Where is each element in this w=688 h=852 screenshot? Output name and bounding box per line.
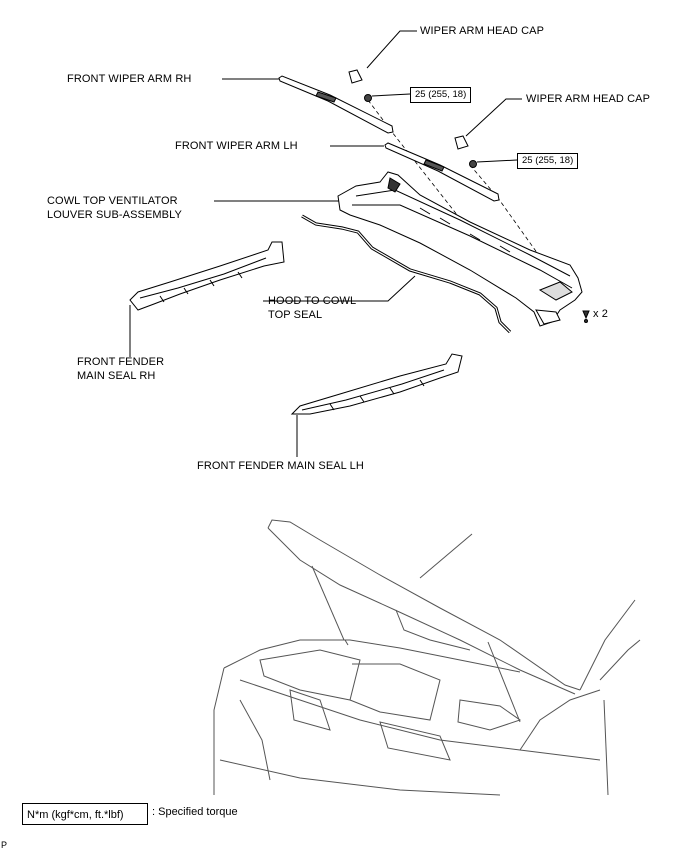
- nut-icon: [364, 94, 477, 168]
- vehicle-illustration: [213, 519, 641, 796]
- label-clip-count: x 2: [593, 308, 608, 320]
- label-wiper-arm-lh: FRONT WIPER ARM LH: [175, 140, 298, 152]
- label-cowl-line1: COWL TOP VENTILATOR: [47, 195, 178, 207]
- wiper-arm-rh-shape: [278, 75, 394, 134]
- fender-seal-lh-shape: [290, 353, 463, 415]
- leader-hood-seal: [263, 275, 416, 302]
- leader-torque-lh: [476, 159, 518, 163]
- leader-cap-top: [366, 30, 417, 69]
- fender-seal-rh-shape: [129, 241, 285, 311]
- leader-cap-right: [465, 98, 522, 137]
- clip-icon: [582, 310, 590, 323]
- wiper-arm-lh-shape: [384, 142, 500, 202]
- label-wiper-cap-top: WIPER ARM HEAD CAP: [420, 25, 545, 37]
- label-hood-seal-line1: HOOD TO COWL: [268, 295, 357, 307]
- label-fender-rh-line1: FRONT FENDER: [77, 356, 165, 368]
- legend-description: : Specified torque: [152, 806, 238, 818]
- label-hood-seal-line2: TOP SEAL: [268, 309, 323, 321]
- label-wiper-arm-rh: FRONT WIPER ARM RH: [67, 73, 192, 85]
- label-wiper-cap-right: WIPER ARM HEAD CAP: [526, 93, 651, 105]
- label-cowl-line2: LOUVER SUB-ASSEMBLY: [47, 209, 182, 221]
- label-fender-lh: FRONT FENDER MAIN SEAL LH: [197, 460, 364, 472]
- torque-box-rh: 25 (255, 18): [410, 87, 472, 103]
- legend-unit-box: N*m (kgf*cm, ft.*lbf): [22, 803, 148, 825]
- label-fender-rh-line2: MAIN SEAL RH: [77, 370, 156, 382]
- wiper-cap-icon: [348, 69, 469, 150]
- cowl-louver-shape: [337, 171, 583, 327]
- leader-torque-rh: [371, 93, 411, 97]
- torque-box-lh: 25 (255, 18): [517, 153, 579, 169]
- corner-mark: P: [1, 840, 8, 850]
- dash-rh: [367, 99, 557, 271]
